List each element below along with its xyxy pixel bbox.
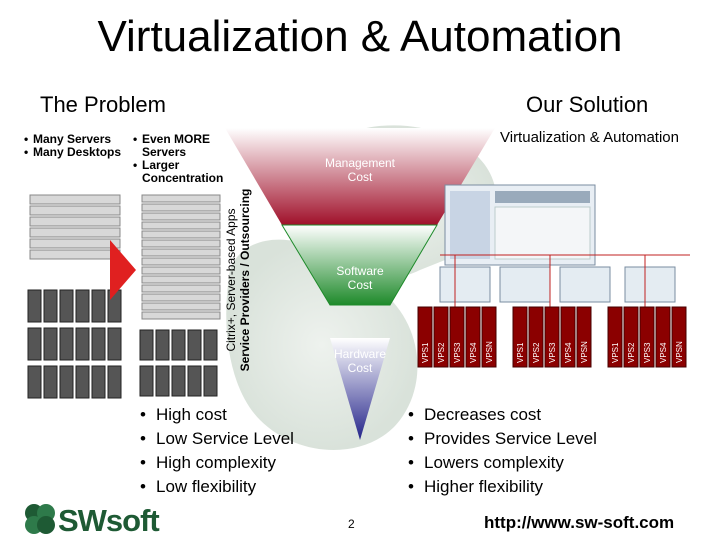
management-cost-label: Management Cost <box>300 156 420 184</box>
page-number: 2 <box>348 517 355 531</box>
problem-heading: The Problem <box>40 92 166 117</box>
server-stack-mid <box>139 194 221 397</box>
label-line: Software <box>336 264 384 278</box>
vps-label: VPS3 <box>548 342 557 363</box>
problem-bullets-mid: •Even MORE Servers •Larger Concentration <box>133 133 223 185</box>
bullet-item: •Larger <box>133 158 180 172</box>
software-cost-band <box>281 224 438 306</box>
vps-label: VPS1 <box>516 342 525 363</box>
label-line: Cost <box>347 361 373 375</box>
bullet-item-cont: Concentration <box>142 171 224 185</box>
vps-label: VPSN <box>675 341 684 363</box>
virtualization-diagram: VPS1 VPS2 VPS3 VPS4 VPSN VPS1 VPS2 VPS3 VPS4 VPSN… <box>417 184 690 368</box>
list-item: •Decreases cost <box>408 405 542 424</box>
vps-label: VPS3 <box>453 342 462 363</box>
label-line: Management <box>324 156 396 170</box>
solution-heading: Our Solution <box>526 92 649 117</box>
swsoft-logo-icon <box>25 504 55 534</box>
label-line: Cost <box>347 278 373 292</box>
slide-title: Virtualization & Automation <box>97 12 623 61</box>
vps-label: VPS2 <box>532 342 541 363</box>
hardware-cost-label: Hardware Cost <box>300 347 420 375</box>
bullet-item: •Many Desktops <box>24 145 122 159</box>
list-item: •Higher flexibility <box>408 477 544 496</box>
swsoft-logo-text: SWsoft <box>58 503 160 538</box>
vps-label: VPS1 <box>611 342 620 363</box>
problem-list: •High cost •Low Service Level •High comp… <box>140 403 294 499</box>
footer-url[interactable]: http://www.sw-soft.com <box>484 513 675 532</box>
solution-list: •Decreases cost •Provides Service Level … <box>408 403 597 499</box>
vps-label: VPS2 <box>627 342 636 363</box>
bullet-item: •Many Servers <box>24 132 112 146</box>
vps-label: VPS2 <box>437 342 446 363</box>
vps-label: VPS3 <box>643 342 652 363</box>
management-cost-band <box>225 128 495 225</box>
vps-label: VPSN <box>485 341 494 363</box>
vps-label: VPS4 <box>659 342 668 363</box>
list-item: •Provides Service Level <box>408 429 597 448</box>
problem-bullets-left: •Many Servers •Many Desktops <box>24 133 121 159</box>
label-line: Cost <box>347 170 373 184</box>
vps-label: VPS4 <box>564 342 573 363</box>
solution-subheading: Virtualization & Automation <box>500 129 679 146</box>
hardware-cost-band <box>330 338 390 440</box>
vps-label: VPS4 <box>469 342 478 363</box>
list-item: •Lowers complexity <box>408 453 564 472</box>
list-item: •High cost <box>140 405 227 424</box>
bullet-item-cont: Servers <box>142 145 187 159</box>
software-cost-label: Software Cost <box>300 264 420 292</box>
list-item: •Low Service Level <box>140 429 294 448</box>
vps-label: VPS1 <box>421 342 430 363</box>
list-item: •Low flexibility <box>140 477 257 496</box>
list-item: •High complexity <box>140 453 276 472</box>
vps-label: VPSN <box>580 341 589 363</box>
bullet-item: •Even MORE <box>133 132 211 146</box>
red-arrow-icon <box>110 240 136 300</box>
label-line: Hardware <box>333 347 387 361</box>
server-stack-left <box>27 194 122 399</box>
